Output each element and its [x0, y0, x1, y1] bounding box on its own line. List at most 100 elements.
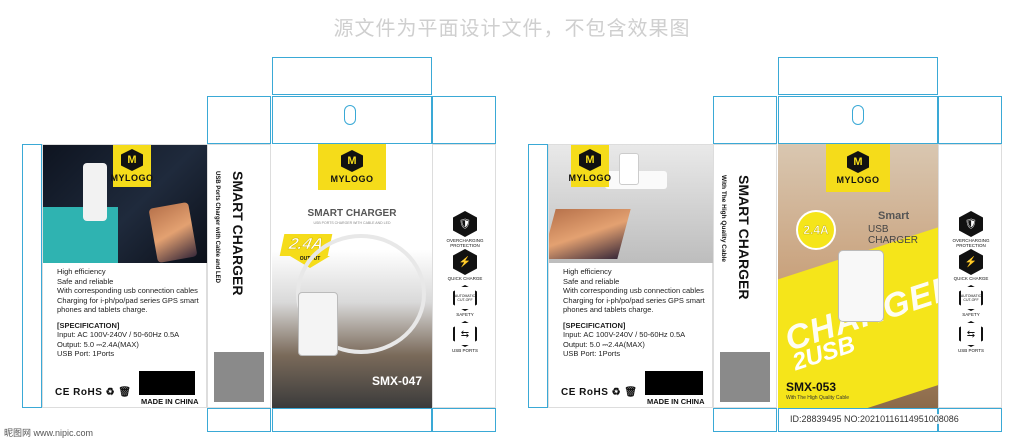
model-subtitle-2: With The High Quality Cable: [786, 395, 849, 401]
badge-quick-charge: ⚡ Quick charge: [953, 249, 989, 281]
feature-line: Charging for i-ph/po/pad series GPS smar…: [563, 295, 705, 305]
certification-marks-2: CE RoHS ♻ 🗑: [561, 387, 638, 398]
dieline-bottom-1: [272, 408, 432, 432]
badge-panel-2: 🛡 Overcharging protection ⚡ Quick charge…: [938, 144, 1002, 408]
dieline-glue-flap-2: [528, 144, 548, 408]
feature-line: Safe and reliable: [57, 276, 114, 286]
logo-badge-front-2: M MYLOGO: [826, 144, 890, 192]
logo-icon: M: [121, 149, 143, 171]
feature-line: Safe and reliable: [563, 276, 620, 286]
badge-overcharge: 🛡 Overcharging protection: [953, 211, 990, 248]
spec-line: Output: 5.0 ⎓2.4A(MAX): [57, 339, 139, 349]
side-title-2: SMART CHARGER: [736, 175, 752, 300]
dieline-top-panel-1: [272, 96, 432, 144]
feature-line: High efficiency: [563, 267, 612, 276]
made-in-label-2: MADE IN CHINA: [647, 397, 705, 406]
product-photo-1: M MYLOGO: [43, 145, 208, 263]
usb-icon: ⇆: [959, 321, 983, 347]
model-number-1: SMX-047: [372, 374, 423, 388]
features-text-2: High efficiency Safe and reliable With c…: [563, 267, 713, 359]
lightning-icon: ⚡: [959, 249, 983, 275]
certification-marks-1: CE RoHS ♻ 🗑: [55, 387, 132, 398]
amp-text: 2.4A: [803, 223, 829, 237]
gray-square-2: [720, 352, 770, 402]
front-panel-1: M MYLOGO SMART CHARGER USB PORTS CHARGER…: [272, 144, 432, 408]
phone-image: [148, 201, 198, 263]
charger-image: [298, 292, 338, 356]
front-subtitle-1: USB PORTS CHARGER WITH CABLE AND LED: [313, 221, 391, 225]
dieline-right-tuck-1: [432, 96, 496, 144]
badge-auto-cutoff: AUTOMATIC CUT-OFF Safety: [953, 285, 989, 317]
dieline-bottom-right-1: [432, 408, 496, 432]
spec-line: Input: AC 100V-240V / 50-60Hz 0.5A: [563, 330, 686, 339]
spec-line: Output: 5.0 ⎓2.4A(MAX): [563, 339, 645, 349]
spec-heading: [SPECIFICATION]: [563, 320, 626, 330]
front-title-1: SMART CHARGER: [307, 208, 397, 219]
feature-line: With corresponding usb connection cables: [57, 286, 198, 295]
hang-hole-1: [344, 105, 356, 125]
logo-badge-back-2: M MYLOGO: [568, 145, 612, 187]
spec-line: USB Port: 1Ports: [57, 349, 115, 358]
lightning-icon: ⚡: [453, 249, 477, 275]
logo-icon: M: [341, 150, 363, 172]
feature-line: phones and tablets charge.: [57, 305, 148, 314]
shield-icon: 🛡: [959, 211, 983, 237]
product-photo-2: M MYLOGO: [549, 145, 714, 263]
front-panel-2: M MYLOGO 2.4A Smart USB CHARGER CHARGER …: [778, 144, 938, 408]
front-title-2a: Smart: [878, 210, 910, 222]
badge-quick-charge: ⚡ Quick charge: [447, 249, 483, 281]
amp-circle-2: 2.4A: [796, 210, 836, 250]
feature-line: Charging for i-ph/po/pad series GPS smar…: [57, 295, 199, 305]
side-title-1: SMART CHARGER: [230, 171, 246, 296]
gray-square-1: [214, 352, 264, 402]
spec-line: Input: AC 100V-240V / 50-60Hz 0.5A: [57, 330, 180, 339]
watermark-site: 昵图网 www.nipic.com: [4, 428, 94, 438]
barcode-area-2: [645, 371, 703, 395]
badge-panel-1: 🛡 Overcharging protection ⚡ Quick charge…: [432, 144, 496, 408]
charger-image: [838, 250, 884, 322]
side-subtitle-1: USB Ports Charger with Cable and LED: [214, 171, 220, 284]
dieline-left-tuck-2: [713, 96, 777, 144]
charger-image: [83, 163, 107, 221]
logo-text: MYLOGO: [836, 175, 880, 185]
barcode-area-1: [139, 371, 195, 395]
badge-usb: ⇆ USB Ports: [447, 321, 483, 353]
made-in-label-1: MADE IN CHINA: [141, 397, 199, 406]
logo-icon: M: [847, 151, 869, 173]
features-text-1: High efficiency Safe and reliable With c…: [57, 267, 207, 359]
dieline-glue-flap-1: [22, 144, 42, 408]
dieline-top-flap-2: [778, 57, 938, 95]
dieline-bottom-left-1: [207, 408, 271, 432]
watermark-id: ID:28839495 NO:20210116114951008086: [790, 414, 959, 424]
feature-line: With corresponding usb connection cables: [563, 286, 704, 295]
logo-text: MYLOGO: [330, 174, 374, 184]
hang-hole-2: [852, 105, 864, 125]
spec-heading: [SPECIFICATION]: [57, 320, 120, 330]
top-caption: 源文件为平面设计文件，不包含效果图: [333, 16, 691, 40]
feature-line: High efficiency: [57, 267, 106, 276]
dieline-left-tuck-1: [207, 96, 271, 144]
cutoff-icon: AUTOMATIC CUT-OFF: [453, 285, 477, 311]
front-title-2b: USB CHARGER: [868, 224, 919, 246]
dieline-bottom-left-2: [713, 408, 777, 432]
tablet-image: [549, 209, 631, 259]
shield-icon: 🛡: [453, 211, 477, 237]
badge-overcharge: 🛡 Overcharging protection: [447, 211, 484, 248]
dieline-right-tuck-2: [938, 96, 1002, 144]
cutoff-icon: AUTOMATIC CUT-OFF: [959, 285, 983, 311]
logo-icon: M: [579, 149, 601, 171]
dieline-top-panel-2: [778, 96, 938, 144]
charger-image: [619, 153, 639, 185]
feature-line: phones and tablets charge.: [563, 305, 654, 314]
back-panel-1: M MYLOGO High efficiency Safe and reliab…: [42, 144, 208, 408]
dieline-top-flap-1: [272, 57, 432, 95]
logo-text: MYLOGO: [568, 173, 612, 183]
badge-usb: ⇆ USB Ports: [953, 321, 989, 353]
logo-badge-back-1: M MYLOGO: [111, 145, 153, 187]
side-subtitle-2: With The High Quality Cable: [720, 175, 727, 262]
back-panel-2: M MYLOGO High efficiency Safe and reliab…: [548, 144, 714, 408]
logo-badge-front-1: M MYLOGO: [318, 144, 386, 190]
model-number-2: SMX-053: [786, 380, 837, 394]
badge-auto-cutoff: AUTOMATIC CUT-OFF Safety: [447, 285, 483, 317]
spec-line: USB Port: 1Ports: [563, 349, 621, 358]
